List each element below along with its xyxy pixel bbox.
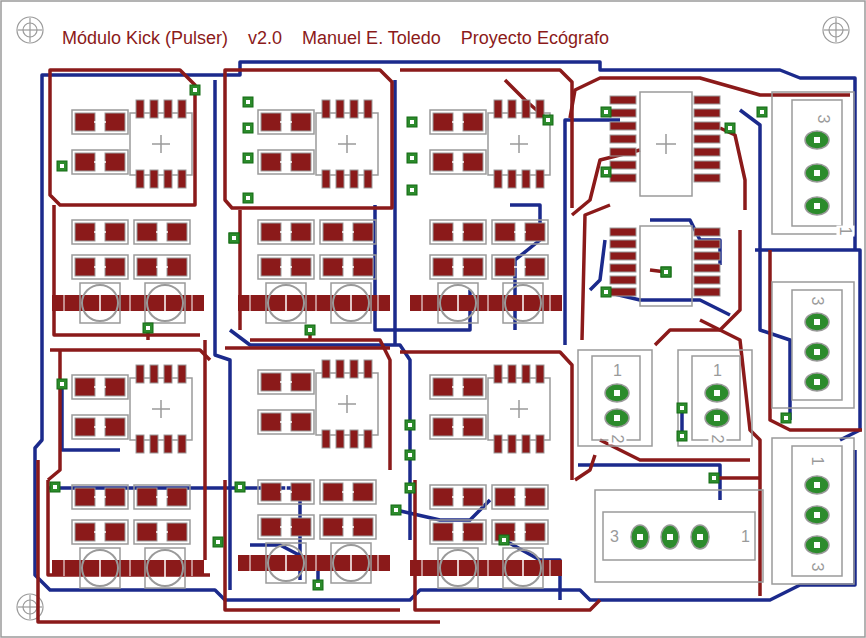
pin-number: 3 <box>808 296 826 307</box>
pin-number: 1 <box>740 528 751 546</box>
pin-number: 2 <box>608 434 626 445</box>
pin-number: 3 <box>609 528 620 546</box>
pin-number: 1 <box>808 456 826 467</box>
board-title: Módulo Kick (Pulser) v2.0 Manuel E. Tole… <box>62 27 609 49</box>
pin-number: 1 <box>712 362 723 380</box>
pin-number: 2 <box>708 434 726 445</box>
pin-number: 3 <box>814 114 832 125</box>
pin-number: 3 <box>808 562 826 573</box>
pin-number: 1 <box>836 226 854 237</box>
pin-number: 1 <box>612 362 623 380</box>
